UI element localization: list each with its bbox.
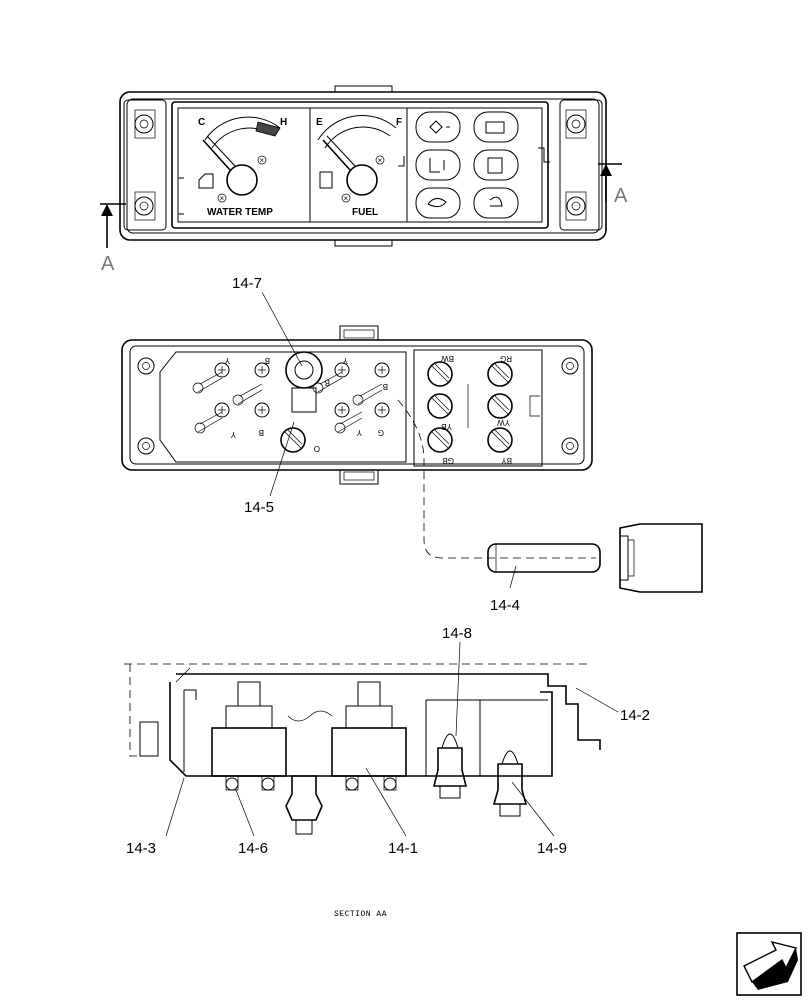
section-caption: SECTION AA: [334, 910, 387, 919]
svg-text:×: ×: [220, 194, 225, 203]
section-label-right: A: [614, 185, 628, 207]
callout-14-1: 14-1: [388, 840, 418, 857]
bulb-sockets: [427, 361, 513, 453]
wire-code-label: O: [314, 444, 320, 453]
wire-code-label: BW: [441, 354, 454, 363]
bulb-14-4: [487, 523, 703, 593]
fuel-low-label: E: [316, 117, 323, 128]
wire-code-label: Y: [224, 356, 230, 365]
water-temp-gauge: × × C H WATER TEMP: [198, 116, 287, 218]
wire-code-label: B: [259, 428, 264, 437]
wire-code-label: Y: [342, 356, 348, 365]
wire-code-label: GB: [442, 456, 454, 465]
callout-14-7: 14-7: [232, 275, 262, 292]
callout-14-5: 14-5: [244, 499, 274, 516]
wire-code-label: Y: [230, 430, 236, 439]
panel-front-view: × × C H WATER TEMP × × E F FUEL: [119, 85, 607, 247]
wire-code-label: B: [325, 378, 330, 387]
svg-text:×: ×: [378, 156, 383, 165]
callout-14-2: 14-2: [620, 707, 650, 724]
wire-code-label: B: [383, 382, 388, 391]
svg-text:×: ×: [260, 156, 265, 165]
terminal-screws: [192, 362, 390, 434]
wire-code-label: Y: [356, 428, 362, 437]
callout-14-9: 14-9: [537, 840, 567, 857]
warning-lamps: [415, 111, 519, 219]
fuel-gauge: × × E F FUEL: [316, 114, 402, 218]
leader-lines: [165, 291, 619, 837]
wire-code-label: B: [265, 356, 270, 365]
water-temp-label: WATER TEMP: [207, 207, 273, 218]
callout-14-6: 14-6: [238, 840, 268, 857]
wire-code-label: YB: [441, 422, 452, 431]
fuel-label: FUEL: [352, 207, 378, 218]
callout-14-4: 14-4: [490, 597, 520, 614]
wire-code-label: RG: [500, 354, 512, 363]
wire-code-label: G: [378, 428, 384, 437]
water-temp-high-label: H: [280, 117, 287, 128]
callout-14-3: 14-3: [126, 840, 156, 857]
callout-14-8: 14-8: [442, 625, 472, 642]
water-temp-low-label: C: [198, 117, 205, 128]
fuel-high-label: F: [396, 117, 402, 128]
section-label-left: A: [101, 253, 115, 275]
wire-code-label: BY: [501, 456, 512, 465]
wire-code-label: YW: [497, 418, 510, 427]
section-aa-view: [124, 663, 601, 835]
section-arrow-left: A: [100, 203, 126, 275]
next-page-arrow-icon[interactable]: [736, 932, 802, 996]
svg-text:×: ×: [344, 194, 349, 203]
section-arrow-right: A: [598, 163, 628, 207]
